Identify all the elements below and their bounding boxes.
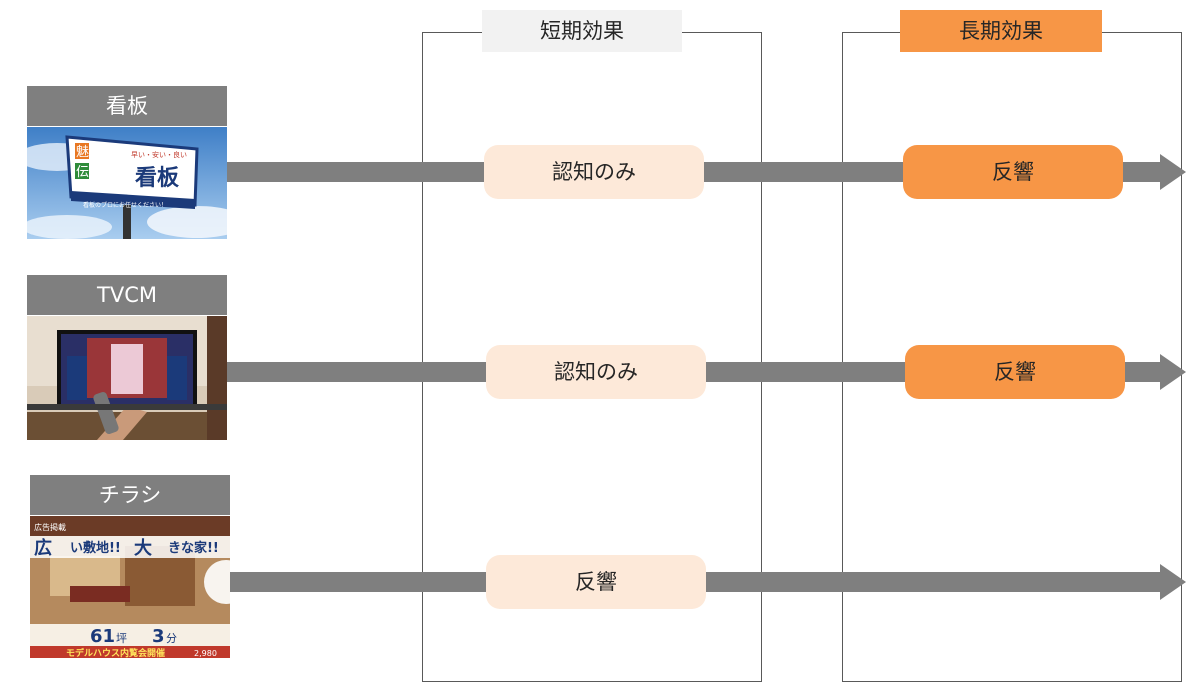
flyer-top-label: 広告掲載 <box>34 522 66 532</box>
media-label-tvcm: TVCM <box>27 275 227 315</box>
billboard-short-result: 認知のみ <box>484 145 704 199</box>
tvcm-long-result: 反響 <box>905 345 1125 399</box>
arrow-head-billboard <box>1160 154 1186 190</box>
billboard-image: 魅せる 伝わる 看板 早い・安い・良い 看板のプロにお任せください！ <box>27 127 227 239</box>
tvcm-short-result: 認知のみ <box>486 345 706 399</box>
tv-image <box>27 316 227 440</box>
billboard-footer: 看板のプロにお任せください！ <box>83 201 167 209</box>
flyer-short-result: 反響 <box>486 555 706 609</box>
flyer-headline-right: 大 <box>134 537 152 559</box>
flyer-headline-mid: い敷地!! <box>70 540 121 556</box>
billboard-big: 看板 <box>135 166 180 191</box>
billboard-tag: 早い・安い・良い <box>131 150 187 159</box>
flyer-price: 2,980 <box>194 649 217 658</box>
flyer-headline-left: 広 <box>34 537 52 559</box>
short-term-header: 短期効果 <box>482 10 682 52</box>
billboard-line2: 伝わる <box>76 165 115 180</box>
billboard-long-result: 反響 <box>903 145 1123 199</box>
flyer-banner: モデルハウス内覧会開催 <box>66 647 165 658</box>
flyer-unit1: 坪 <box>116 632 127 645</box>
billboard-line1: 魅せる <box>76 145 115 160</box>
media-label-billboard: 看板 <box>27 86 227 126</box>
flyer-image: 広告掲載 広 い敷地!! 大 きな家!! 61 坪 3 分 モデルハウス内覧会開… <box>30 516 230 658</box>
long-term-header: 長期効果 <box>900 10 1102 52</box>
flyer-num1: 61 <box>90 626 115 647</box>
arrow-head-flyer <box>1160 564 1186 600</box>
flyer-unit2: 分 <box>166 632 177 645</box>
flyer-headline-end: きな家!! <box>168 540 219 556</box>
flyer-num2: 3 <box>152 626 165 647</box>
arrow-head-tvcm <box>1160 354 1186 390</box>
media-label-flyer: チラシ <box>30 475 230 515</box>
